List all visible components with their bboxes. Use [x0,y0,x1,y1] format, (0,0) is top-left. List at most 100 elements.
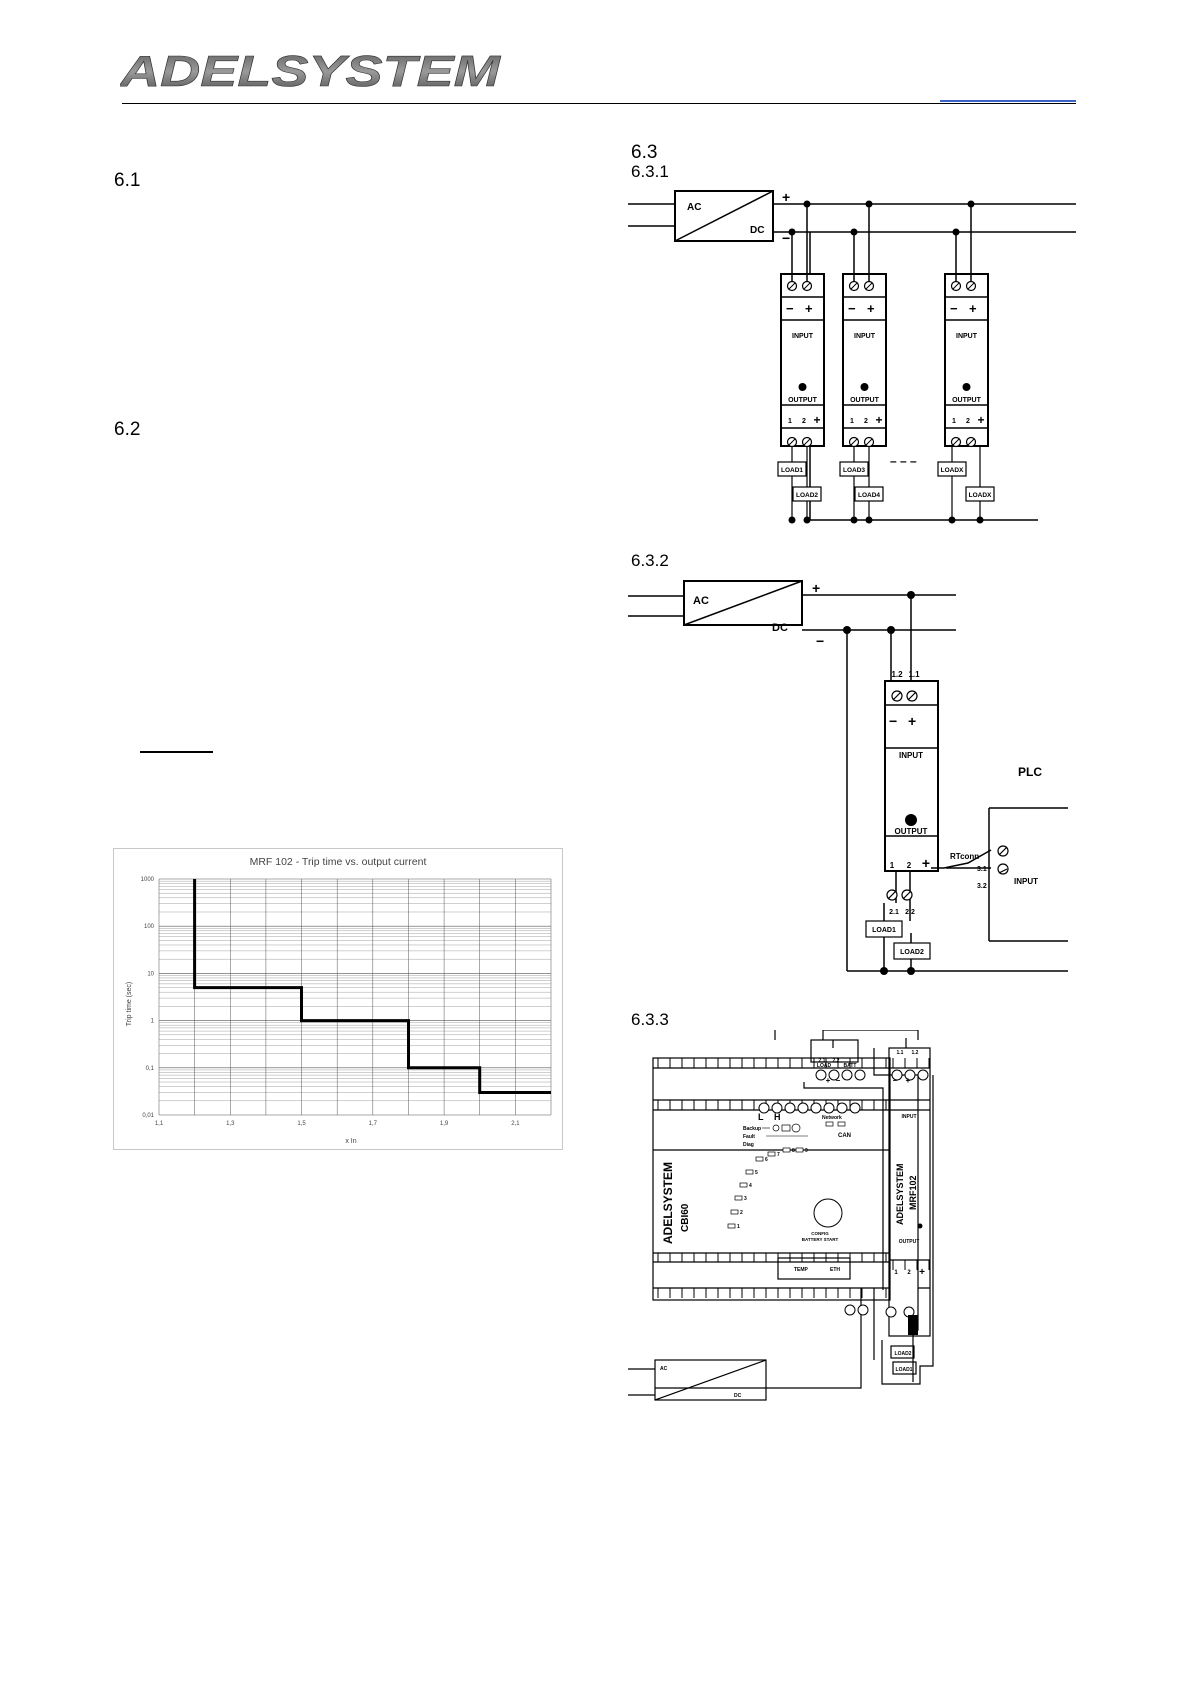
svg-text:6: 6 [765,1157,768,1163]
load-box: LOADX [965,447,995,524]
terminal [844,1304,856,1316]
svg-text:1: 1 [952,418,956,425]
chart-x-tick: 1,5 [297,1121,306,1127]
chart-y-tick: 1000 [141,877,155,883]
svg-text:LOAD1: LOAD1 [781,467,803,474]
svg-text:−: − [893,1076,898,1085]
terminal [823,1102,835,1114]
svg-text:2: 2 [966,418,970,425]
svg-text:+: + [977,413,984,427]
ellipsis-dashes: – – – [890,454,917,468]
svg-text:L: L [758,1112,764,1122]
terminal [797,1102,809,1114]
terminal [771,1102,783,1114]
svg-text:2: 2 [907,1270,911,1276]
svg-text:1: 1 [788,418,792,425]
chart-x-tick: 1,9 [440,1121,449,1127]
header-rule [122,103,1076,104]
load-box: LOAD1 [777,447,807,524]
svg-text:DC: DC [734,1393,742,1399]
chart-y-label: Trip time (sec) [126,982,133,1026]
terminal [854,1069,866,1081]
svg-text:+: + [908,713,916,729]
led-indicator [745,1169,754,1175]
section-6-2-number: 6.2 [114,419,141,440]
terminal [758,1102,770,1114]
svg-text:CONFIG: CONFIG [811,1231,829,1236]
svg-text:OUTPUT: OUTPUT [895,827,928,836]
company-logo: ADELSYSTEM [118,47,502,97]
svg-text:+: + [919,1267,925,1278]
svg-text:OUTPUT: OUTPUT [952,397,982,404]
load-box: LOAD2 [792,447,822,524]
svg-text:LOAD2: LOAD2 [900,949,924,956]
svg-text:OUTPUT: OUTPUT [850,397,880,404]
section-6-3-1-number: 6.3.1 [631,162,669,181]
svg-text:2.2: 2.2 [905,909,915,916]
terminal [810,1102,822,1114]
terminal [885,1306,897,1318]
svg-text:LOADX: LOADX [941,467,964,474]
svg-text:+: + [922,855,930,871]
svg-text:3.2: 3.2 [977,883,987,890]
svg-text:TEMP: TEMP [794,1267,809,1273]
svg-text:−: − [786,301,794,316]
wiring-diagram-plc: 1.2 1.1 − + INPUT OUTPUT 1 2 + RTconn 3.… [628,578,1078,988]
svg-text:LOAD: LOAD [817,1063,832,1069]
svg-text:MRF102: MRF102 [908,1175,918,1210]
svg-text:1.1: 1.1 [897,1050,904,1056]
svg-text:9: 9 [805,1148,808,1154]
chart-x-label: x In [345,1138,356,1145]
svg-text:CBI60: CBI60 [680,1203,691,1232]
svg-text:LOAD2: LOAD2 [895,1351,912,1357]
chart-x-tick: 1,1 [155,1121,164,1127]
svg-text:4: 4 [749,1183,752,1189]
load-box: LOAD4 [854,447,884,524]
terminal [891,1069,903,1081]
svg-text:AC: AC [660,1366,668,1372]
svg-text:ETH: ETH [830,1267,840,1273]
terminal [836,1102,848,1114]
svg-text:+: + [813,413,820,427]
svg-text:INPUT: INPUT [854,333,876,340]
load-box: LOADX [937,447,967,524]
svg-text:ADELSYSTEM: ADELSYSTEM [661,1162,675,1244]
svg-text:8: 8 [792,1148,795,1154]
section-6-3-number: 6.3 [631,142,658,163]
svg-text:INPUT: INPUT [956,333,978,340]
svg-text:2.1: 2.1 [889,909,899,916]
svg-text:−: − [848,301,856,316]
svg-text:PLC: PLC [1018,765,1042,779]
svg-text:DC: DC [750,225,764,236]
led-indicator [734,1195,743,1201]
svg-text:1: 1 [894,1270,898,1276]
svg-text:3: 3 [744,1196,747,1202]
svg-text:1: 1 [850,418,854,425]
chart-y-tick: 10 [147,971,154,977]
svg-text:+: + [812,580,820,596]
svg-text:LOAD3: LOAD3 [843,467,865,474]
section-6-3-2-number: 6.3.2 [631,551,669,570]
terminal [828,1069,840,1081]
svg-text:1.1: 1.1 [908,670,920,679]
svg-text:H: H [774,1112,781,1122]
chart-x-tick: 1,7 [369,1121,378,1127]
svg-text:LOADX: LOADX [969,492,992,499]
svg-text:+: + [867,301,875,316]
led-indicator [730,1209,739,1215]
led-indicator [727,1223,736,1229]
svg-text:Diag: Diag [743,1142,754,1148]
svg-text:INPUT: INPUT [792,333,814,340]
svg-text:−: − [816,633,824,649]
svg-text:−: − [836,1076,841,1085]
wiring-diagram-cbi60: +−−+ 2.1 2.2 1.1 1.2 LOAD BATT L H ADELS… [628,1029,948,1415]
chart-y-tick: 0,01 [142,1113,154,1119]
svg-text:BATT: BATT [844,1063,857,1069]
section-6-3-3-number: 6.3.3 [631,1010,669,1029]
svg-text:+: + [826,1076,831,1085]
svg-text:2: 2 [907,861,912,870]
chart-y-tick: 0,1 [146,1066,155,1072]
